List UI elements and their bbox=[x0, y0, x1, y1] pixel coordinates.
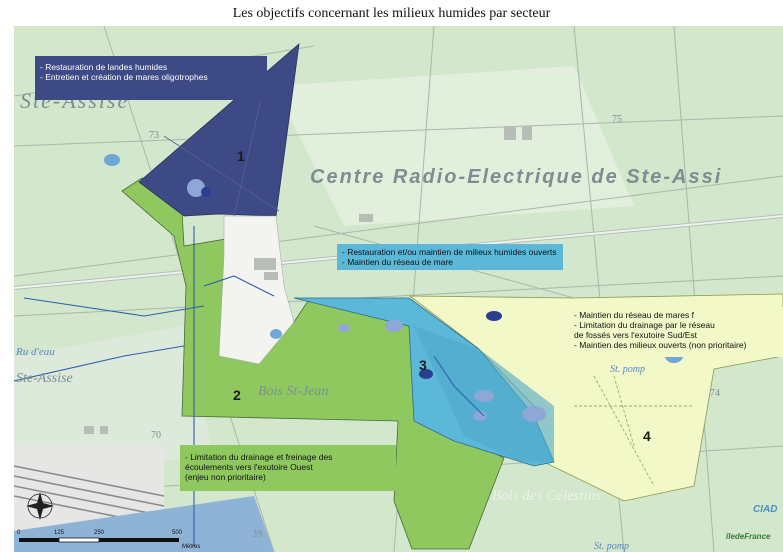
sector-line bbox=[163, 135, 280, 212]
brand-ile-de-france: îledeFrance bbox=[726, 532, 771, 541]
legend-line: - Entretien et création de mares oligotr… bbox=[40, 72, 208, 82]
place-bois-celestins: Bois des Célestins bbox=[492, 488, 602, 504]
ponds bbox=[104, 154, 683, 422]
pond bbox=[104, 154, 120, 166]
building bbox=[359, 214, 373, 222]
spot-height-70: 70 bbox=[151, 430, 161, 441]
sector-2-number: 2 bbox=[233, 387, 241, 403]
built-area bbox=[218, 215, 295, 365]
pond bbox=[474, 390, 494, 402]
building bbox=[522, 126, 532, 140]
railway-track bbox=[14, 485, 165, 517]
building bbox=[254, 258, 276, 270]
place-ste-assise-west: Ste-Assise bbox=[16, 371, 73, 386]
ditch-line bbox=[613, 375, 635, 447]
legend-line: de fossés vers l'exutoire Sud/Est bbox=[574, 330, 698, 340]
railway-track bbox=[14, 475, 165, 507]
railway-area bbox=[14, 446, 274, 552]
pond bbox=[419, 369, 433, 379]
spot-height-73: 73 bbox=[149, 130, 159, 141]
clearing-area bbox=[274, 66, 634, 226]
brand-ciad: CIAD bbox=[753, 504, 778, 515]
north-arrow bbox=[26, 492, 54, 520]
legend-line: - Maintien du réseau de mare bbox=[342, 257, 454, 267]
legend-line: - Maintien du réseau de mares f bbox=[574, 310, 695, 320]
path-line bbox=[14, 175, 783, 277]
ditch-line bbox=[593, 375, 655, 487]
spot-height-39: 39 bbox=[252, 529, 262, 540]
legend-line: (enjeu non prioritaire) bbox=[185, 472, 266, 482]
pond bbox=[385, 320, 403, 332]
place-ru-deau: Ru d'eau bbox=[16, 346, 55, 358]
pond bbox=[338, 324, 350, 332]
building bbox=[100, 426, 108, 434]
streams bbox=[14, 226, 485, 546]
spot-height-74: 74 bbox=[710, 388, 720, 399]
legend-sector-1: - Restauration de landes humides - Entre… bbox=[35, 56, 267, 100]
map-canvas: Ste-Assise Centre Radio-Electrique de St… bbox=[14, 26, 783, 552]
clearing-area bbox=[14, 326, 214, 476]
pond bbox=[522, 406, 546, 422]
legend-line: - Maintien des milieux ouverts (non prio… bbox=[574, 340, 747, 350]
scale-tick-500: 500 bbox=[172, 530, 183, 536]
place-st-pomp-east: St. pomp bbox=[610, 364, 645, 375]
scale-unit: Mètres bbox=[182, 544, 201, 550]
pond bbox=[473, 411, 487, 421]
building bbox=[264, 272, 278, 280]
legend-line: écoulements vers l'exutoire Ouest bbox=[185, 462, 313, 472]
legend-line: - Limitation du drainage par le réseau bbox=[574, 320, 715, 330]
legend-sector-2: - Limitation du drainage et freinage des… bbox=[180, 445, 396, 491]
stream-line bbox=[14, 345, 185, 382]
ditches bbox=[574, 375, 694, 487]
scale-tick-125: 125 bbox=[54, 530, 65, 536]
sector-4-number: 4 bbox=[643, 428, 651, 444]
stream-line bbox=[433, 355, 485, 417]
pond bbox=[270, 329, 282, 339]
path-line bbox=[673, 26, 715, 552]
sector-3-number: 3 bbox=[419, 357, 427, 373]
legend-line: - Restauration et/ou maintien de milieux… bbox=[342, 247, 557, 257]
spot-height-75: 75 bbox=[612, 114, 622, 125]
pond bbox=[486, 311, 502, 321]
path-line bbox=[14, 115, 783, 147]
scale-bar bbox=[19, 537, 179, 543]
building bbox=[504, 126, 516, 140]
north-arrow-star bbox=[26, 492, 54, 520]
sector-1-number: 1 bbox=[237, 148, 245, 164]
place-bois-st-jean: Bois St-Jean bbox=[258, 384, 329, 399]
stream-line bbox=[23, 297, 205, 317]
legend-line: - Limitation du drainage et freinage des bbox=[185, 452, 333, 462]
stream-line bbox=[203, 275, 275, 297]
sector-1-lines bbox=[163, 85, 280, 217]
railway-track bbox=[14, 465, 165, 497]
scale-segment bbox=[99, 538, 179, 542]
building bbox=[84, 426, 94, 434]
legend-line: - Restauration de landes humides bbox=[40, 62, 168, 72]
pond bbox=[187, 179, 205, 197]
place-centre-radio: Centre Radio-Electrique de Ste-Assi bbox=[310, 166, 723, 188]
scale-segment bbox=[58, 537, 100, 543]
map-title: Les objectifs concernant les milieux hum… bbox=[0, 0, 783, 26]
path-line bbox=[14, 275, 783, 317]
legend-sector-3: - Restauration et/ou maintien de milieux… bbox=[337, 244, 563, 270]
scale-tick-250: 250 bbox=[94, 530, 105, 536]
scale-segment bbox=[19, 538, 59, 542]
place-st-pomp-south: St. pomp bbox=[594, 541, 629, 552]
pond bbox=[201, 187, 211, 197]
legend-sector-4: - Maintien du réseau de mares f - Limita… bbox=[569, 307, 783, 357]
sector-line bbox=[233, 85, 265, 217]
scale-tick-0: 0 bbox=[17, 530, 21, 536]
map-svg bbox=[14, 26, 783, 552]
